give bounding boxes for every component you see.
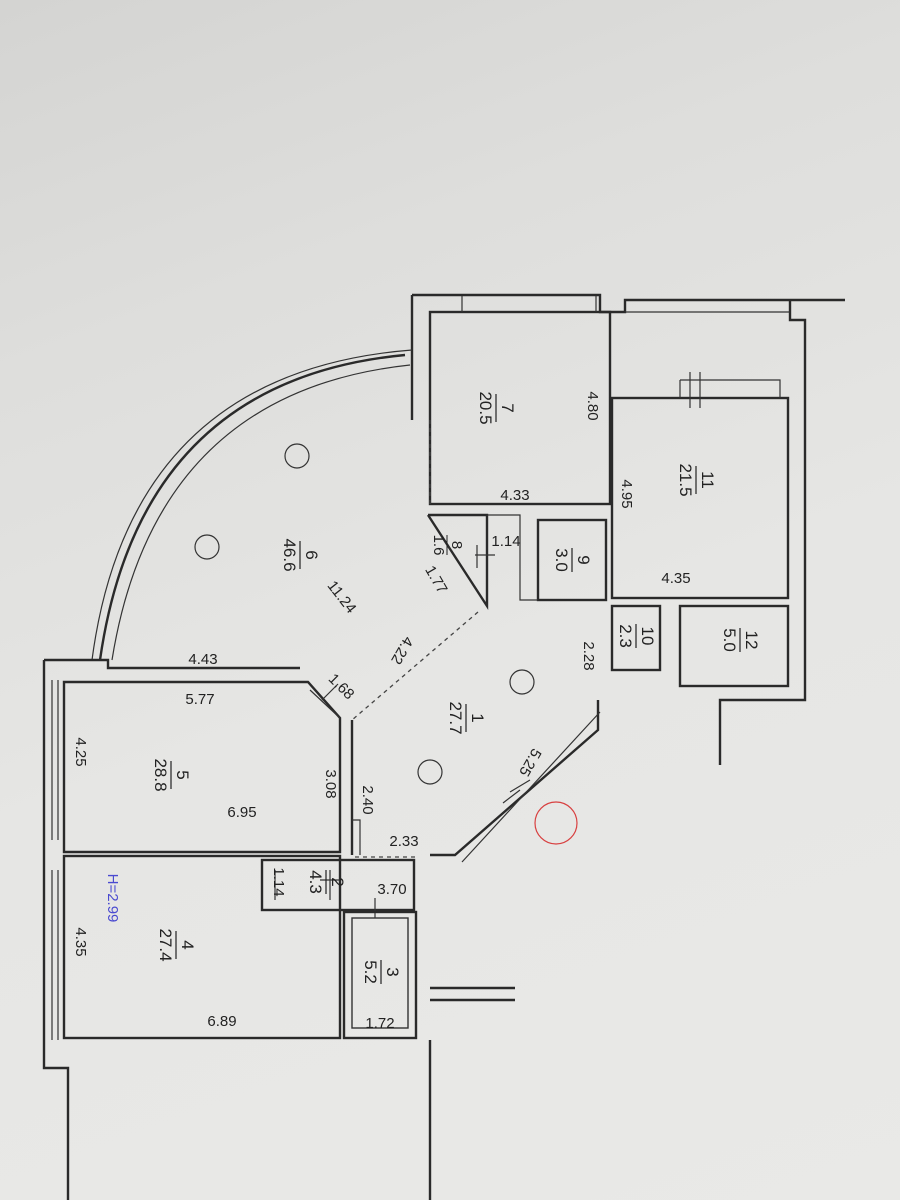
room-5-number: 5 [173, 770, 192, 779]
dim-4-22: 4.22 [387, 633, 416, 667]
room-3-area: 5.2 [361, 960, 380, 984]
room-label-2: 2 4.3 [306, 870, 347, 894]
dim-3-08: 3.08 [322, 769, 339, 798]
dim-1-72: 1.72 [365, 1015, 394, 1032]
dim-1-14-bottom: 1.14 [270, 867, 287, 896]
dim-2-40: 2.40 [359, 785, 376, 814]
ceiling-height-label: H=2.99 [104, 874, 121, 923]
room-1-number: 1 [468, 713, 487, 722]
dim-5-25: 5.25 [515, 745, 544, 779]
room-labels: 7 20.5 11 21.5 6 46.6 8 1.6 9 3.0 10 2.3 [104, 391, 761, 984]
dim-4-95: 4.95 [618, 479, 635, 508]
room-5-area: 28.8 [151, 758, 170, 791]
room-8-number: 8 [448, 541, 465, 549]
room-6-number: 6 [302, 550, 321, 559]
room-2-number: 2 [328, 877, 347, 886]
room-label-10: 10 2.3 [616, 624, 657, 648]
room-label-3: 3 5.2 [361, 960, 402, 984]
dim-1-77: 1.77 [421, 563, 450, 597]
dim-6-89: 6.89 [207, 1013, 236, 1030]
dim-6-95: 6.95 [227, 804, 256, 821]
outer-walls [42, 293, 845, 1200]
room-12-area: 5.0 [720, 628, 739, 652]
room-label-7: 7 20.5 [476, 391, 517, 424]
room-10-number: 10 [638, 627, 657, 646]
dim-2-33: 2.33 [389, 833, 418, 850]
dim-1-14-top: 1.14 [491, 533, 520, 550]
room-4-number: 4 [178, 940, 197, 949]
room-12-number: 12 [742, 631, 761, 650]
room-2-area: 4.3 [306, 870, 325, 894]
room-7-area: 20.5 [476, 391, 495, 424]
room-label-1: 1 27.7 [446, 701, 487, 734]
dim-4-43: 4.43 [188, 651, 217, 668]
room-1-area: 27.7 [446, 701, 465, 734]
dim-2-28: 2.28 [580, 641, 597, 670]
room-label-4: 4 27.4 [156, 928, 197, 961]
dim-5-77: 5.77 [185, 691, 214, 708]
room-9-number: 9 [574, 555, 593, 564]
small-rooms [426, 513, 790, 688]
room-1 [350, 669, 535, 858]
room-9-area: 3.0 [552, 548, 571, 572]
room-5 [62, 680, 342, 854]
room-3-number: 3 [383, 967, 402, 976]
dim-4-35-left: 4.35 [72, 927, 89, 956]
room-label-6: 6 46.6 [280, 538, 321, 571]
room-11-number: 11 [698, 471, 717, 489]
room-11-area: 21.5 [676, 463, 695, 496]
room-label-9: 9 3.0 [552, 548, 593, 572]
dim-1-68: 1.68 [325, 670, 358, 703]
room-label-8: 8 1.6 [430, 535, 465, 556]
touch-indicator [534, 801, 578, 845]
dim-3-70: 3.70 [377, 881, 406, 898]
room-label-11: 11 21.5 [676, 463, 717, 496]
room-label-12: 12 5.0 [720, 628, 761, 652]
rooms-2-3 [260, 858, 418, 1040]
dim-11-24: 11.24 [324, 578, 360, 617]
dim-4-35-top: 4.35 [661, 570, 690, 587]
dim-4-25: 4.25 [72, 737, 89, 766]
room-label-5: 5 28.8 [151, 758, 192, 791]
dim-4-80: 4.80 [584, 391, 601, 420]
room-7-number: 7 [498, 403, 517, 412]
room-6 [194, 443, 479, 721]
room-7 [428, 296, 612, 506]
room-8-area: 1.6 [430, 535, 447, 556]
room-4 [62, 854, 342, 1040]
room-11 [610, 311, 790, 600]
room-4-area: 27.4 [156, 928, 175, 961]
room-6-area: 46.6 [280, 538, 299, 571]
room-10-area: 2.3 [616, 624, 635, 648]
dim-4-33: 4.33 [500, 487, 529, 504]
